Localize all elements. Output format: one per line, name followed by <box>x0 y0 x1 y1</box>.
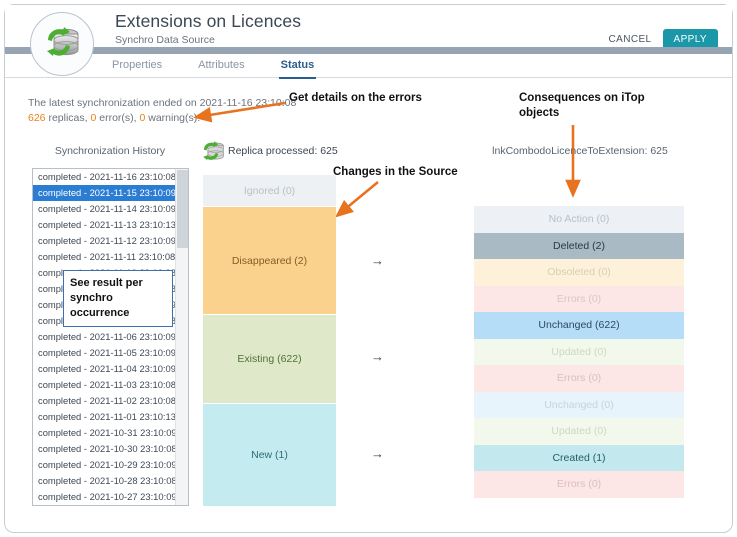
target-object-title: lnkCombodoLicenceToExtension: 625 <box>492 145 668 157</box>
database-sync-icon <box>41 22 83 67</box>
replica-processed-title: Replica processed: 625 <box>228 145 338 157</box>
target-row[interactable]: No Action (0) <box>474 206 684 233</box>
history-items-container: completed - 2021-11-16 23:10:08 completed… <box>33 169 177 506</box>
tab-status[interactable]: Status <box>278 55 317 79</box>
status-date: 2021-11-16 23:10:08 <box>199 97 297 109</box>
target-row[interactable]: Unchanged (622) <box>474 312 684 339</box>
history-scrollbar[interactable] <box>175 169 188 505</box>
history-list-item[interactable]: completed - 2021-10-30 23:10:08 <box>38 443 177 454</box>
arrow-right-icon: → <box>371 253 384 268</box>
history-list-item[interactable]: completed - 2021-11-12 23:10:09 <box>38 235 176 246</box>
header-divider-band <box>5 47 732 54</box>
history-list-item[interactable]: completed - 2021-11-03 23:10:08 <box>38 379 176 390</box>
avatar <box>30 12 94 76</box>
replicas-count: 626 <box>28 112 46 124</box>
tab-properties[interactable]: Properties <box>112 59 163 71</box>
history-list-item[interactable]: completed - 2021-11-15 23:10:09 <box>33 185 176 201</box>
annotation-changes-in-the-source: Changes in the Source <box>333 166 458 178</box>
history-list-item[interactable]: completed - 2021-11-11 23:10:08 <box>38 251 176 262</box>
history-list-item[interactable]: completed - 2021-11-02 23:10:08 <box>38 395 176 406</box>
history-scrollbar-thumb[interactable] <box>177 170 188 248</box>
errors-label: error(s), <box>96 112 140 124</box>
history-list-item[interactable]: completed - 2021-11-04 23:10:09 <box>38 363 176 374</box>
warnings-label: warning(s). <box>145 112 201 124</box>
target-row[interactable]: Unchanged (0) <box>474 391 684 418</box>
history-list-item[interactable]: completed - 2021-10-26 23:10:09 <box>33 505 176 506</box>
source-block[interactable]: Existing (622) <box>203 315 336 403</box>
annotation-get-details-on-errors: Get details on the errors <box>289 92 422 104</box>
source-block[interactable]: New (1) <box>203 404 336 506</box>
history-list-item[interactable]: completed - 2021-11-13 23:10:13 <box>38 219 176 230</box>
history-list-item[interactable]: completed - 2021-11-16 23:10:08 <box>38 171 176 182</box>
replicas-label: replicas, <box>45 112 91 124</box>
target-row[interactable]: Obsoleted (0) <box>474 259 684 286</box>
callout-see-result-per-synchro-occurrence: See result per synchro occurrence <box>63 270 173 327</box>
title-block: Extensions on Licences Synchro Data Sour… <box>115 11 301 47</box>
history-list-item[interactable]: completed - 2021-11-06 23:10:09 <box>38 331 176 342</box>
target-row[interactable]: Errors (0) <box>474 365 684 392</box>
page-subtitle: Synchro Data Source <box>115 34 215 46</box>
replica-database-sync-icon <box>198 138 228 164</box>
history-list-item[interactable]: completed - 2021-10-29 23:10:09 <box>38 459 177 470</box>
target-row[interactable]: Errors (0) <box>474 471 684 498</box>
source-block[interactable]: Ignored (0) <box>203 175 336 206</box>
history-list-item[interactable]: completed - 2021-10-27 23:10:09 <box>38 491 177 502</box>
warnings-count[interactable]: 0 <box>139 112 146 124</box>
target-row[interactable]: Updated (0) <box>474 418 684 445</box>
cancel-button[interactable]: CANCEL <box>607 31 654 48</box>
apply-button[interactable]: APPLY <box>662 29 718 50</box>
status-prefix: The latest synchronization ended on <box>28 97 200 109</box>
target-row[interactable]: Created (1) <box>474 444 684 471</box>
arrow-right-icon: → <box>371 349 384 364</box>
target-row[interactable]: Updated (0) <box>474 338 684 365</box>
page-title: Extensions on Licences <box>115 11 302 31</box>
source-block[interactable]: Disappeared (2) <box>203 207 336 314</box>
header-actions: CANCEL APPLY <box>607 29 718 50</box>
target-row[interactable]: Errors (0) <box>474 285 684 312</box>
history-title: Synchronization History <box>54 145 166 157</box>
status-summary-line1: The latest synchronization ended on 2021… <box>28 96 296 111</box>
tab-attributes[interactable]: Attributes <box>198 59 245 71</box>
status-summary-line2: 626 replicas, 0 error(s), 0 warning(s). <box>28 111 200 126</box>
history-list-item[interactable]: completed - 2021-11-05 23:10:09 <box>38 347 176 358</box>
history-list-item[interactable]: completed - 2021-11-01 23:10:13 <box>38 411 176 422</box>
page-header: Extensions on Licences Synchro Data Sour… <box>5 5 732 53</box>
annotation-consequences-on-itop-objects: Consequences on iTop objects <box>519 92 645 119</box>
history-list-item[interactable]: completed - 2021-10-31 23:10:09 <box>38 427 177 438</box>
history-list-item[interactable]: completed - 2021-11-14 23:10:09 <box>38 203 176 214</box>
history-list-item[interactable]: completed - 2021-10-28 23:10:08 <box>38 475 177 486</box>
target-row[interactable]: Deleted (2) <box>474 232 684 259</box>
errors-count[interactable]: 0 <box>90 112 97 124</box>
tab-bar-background <box>5 54 732 78</box>
arrow-right-icon: → <box>371 446 384 461</box>
synchronization-history-list[interactable]: completed - 2021-11-16 23:10:08 completed… <box>32 168 189 506</box>
tab-bar: Properties Attributes Status <box>110 55 317 79</box>
